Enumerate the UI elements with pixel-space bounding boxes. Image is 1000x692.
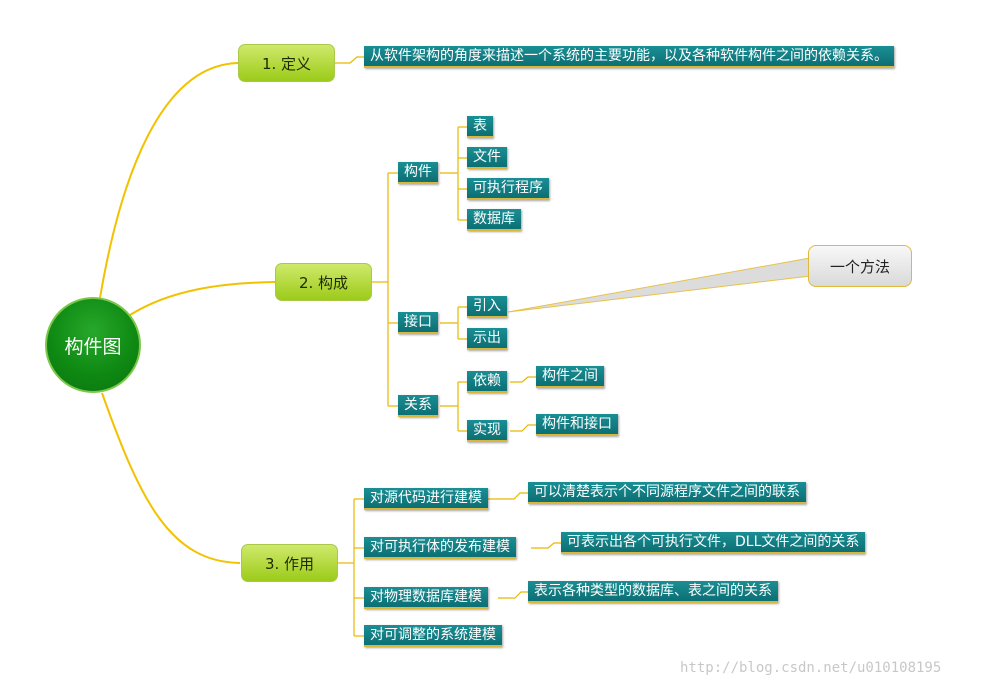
group-relation: 关系 — [398, 395, 438, 417]
usage-source-code-detail: 可以清楚表示个不同源程序文件之间的联系 — [528, 482, 806, 504]
relation-dependency: 依赖 — [467, 371, 507, 393]
root-node: 构件图 — [45, 297, 141, 393]
relation-dependency-detail: 构件之间 — [536, 366, 604, 388]
usage-physical-database: 对物理数据库建模 — [364, 587, 488, 609]
section-definition: 1. 定义 — [238, 44, 335, 82]
section-composition: 2. 构成 — [275, 263, 372, 301]
section-usage: 3. 作用 — [241, 544, 338, 582]
callout-note: 一个方法 — [808, 245, 912, 287]
usage-executable-release: 对可执行体的发布建模 — [364, 537, 516, 559]
component-executable: 可执行程序 — [467, 178, 549, 200]
interface-import: 引入 — [467, 296, 507, 318]
group-interface: 接口 — [398, 312, 438, 334]
relation-realization: 实现 — [467, 420, 507, 442]
definition-text: 从软件架构的角度来描述一个系统的主要功能，以及各种软件构件之间的依赖关系。 — [364, 46, 894, 68]
relation-realization-detail: 构件和接口 — [536, 414, 618, 436]
component-file: 文件 — [467, 147, 507, 169]
usage-source-code: 对源代码进行建模 — [364, 488, 488, 510]
usage-adaptable-system: 对可调整的系统建模 — [364, 625, 502, 647]
interface-export: 示出 — [467, 328, 507, 350]
usage-physical-database-detail: 表示各种类型的数据库、表之间的关系 — [528, 581, 778, 603]
group-component: 构件 — [398, 162, 438, 184]
usage-executable-release-detail: 可表示出各个可执行文件，DLL文件之间的关系 — [561, 532, 866, 554]
component-table: 表 — [467, 116, 493, 138]
watermark: http://blog.csdn.net/u010108195 — [680, 660, 942, 676]
component-database: 数据库 — [467, 209, 521, 231]
